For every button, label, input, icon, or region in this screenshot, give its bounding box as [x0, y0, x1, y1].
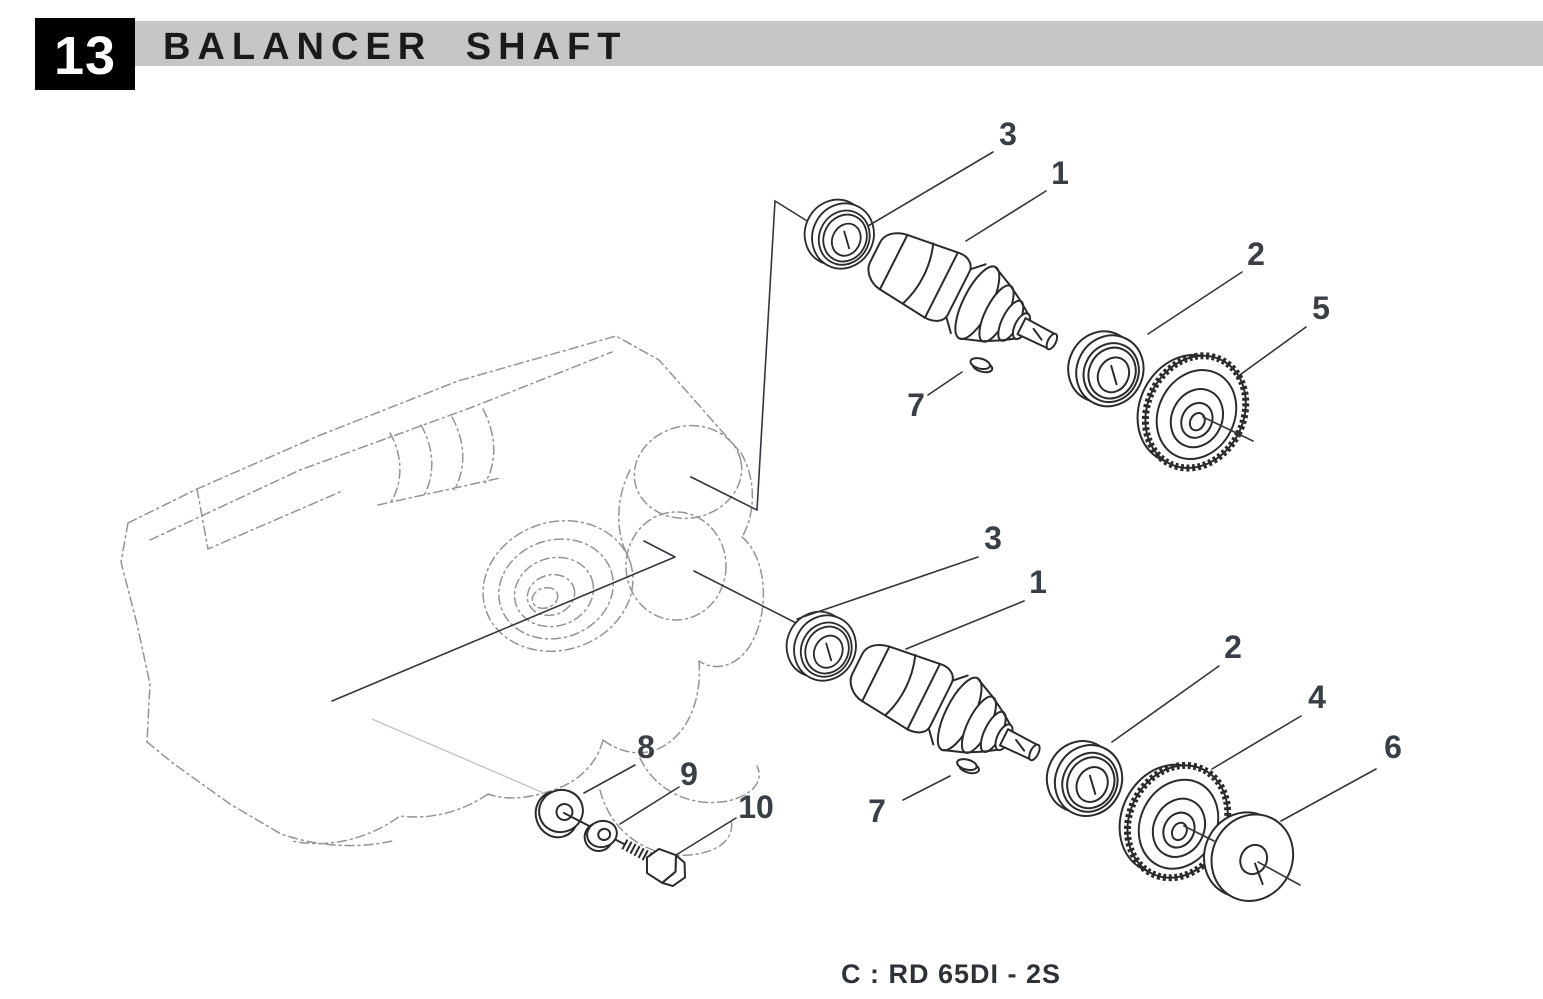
- model-code-caption: C : RD 65DI - 2S: [841, 959, 1061, 989]
- section-number-box: 13: [35, 18, 135, 90]
- upper-assembly: [792, 188, 1265, 490]
- header-bar: [35, 21, 1543, 66]
- washer-9-drawing: [583, 819, 618, 852]
- crankcase-phantom-outline: [120, 335, 764, 856]
- callout-3-upper: 3: [999, 116, 1017, 152]
- upper-assembly-pointer-line: [690, 199, 813, 511]
- lower-assembly-pointer-line: [693, 570, 801, 626]
- callout-7-upper: 7: [907, 387, 925, 423]
- callout-2-lower: 2: [1224, 629, 1242, 665]
- callout-6: 6: [1384, 729, 1402, 765]
- lower-bore-hole: [625, 511, 727, 621]
- callout-1-upper: 1: [1051, 155, 1069, 191]
- callout-4: 4: [1308, 679, 1326, 715]
- callout-1-lower: 1: [1029, 564, 1047, 600]
- page-title: BALANCER SHAFT: [163, 26, 628, 68]
- callout-2-upper: 2: [1247, 236, 1265, 272]
- callout-8: 8: [637, 729, 655, 765]
- callout-9: 9: [680, 756, 698, 792]
- section-number: 13: [53, 26, 117, 86]
- balancer-shaft-1-lower-drawing: [838, 626, 1058, 791]
- lower-bore-pointer-line: [331, 540, 676, 702]
- callout-5: 5: [1312, 290, 1330, 326]
- leader-lines: [583, 151, 1377, 886]
- upper-bore-hole: [633, 424, 743, 520]
- callout-7-lower: 7: [868, 793, 886, 829]
- callout-10: 10: [738, 789, 774, 825]
- key-7-lower-drawing: [954, 756, 982, 777]
- balancer-shaft-1-upper-drawing: [856, 214, 1075, 380]
- bearing-2-lower-drawing: [1033, 728, 1136, 829]
- bolt-10-drawing: [621, 839, 687, 887]
- bolt-axis-guide-line: [371, 718, 547, 795]
- washer-8-drawing: [534, 788, 584, 839]
- callout-3-lower: 3: [984, 520, 1002, 556]
- key-7-upper-drawing: [967, 355, 996, 376]
